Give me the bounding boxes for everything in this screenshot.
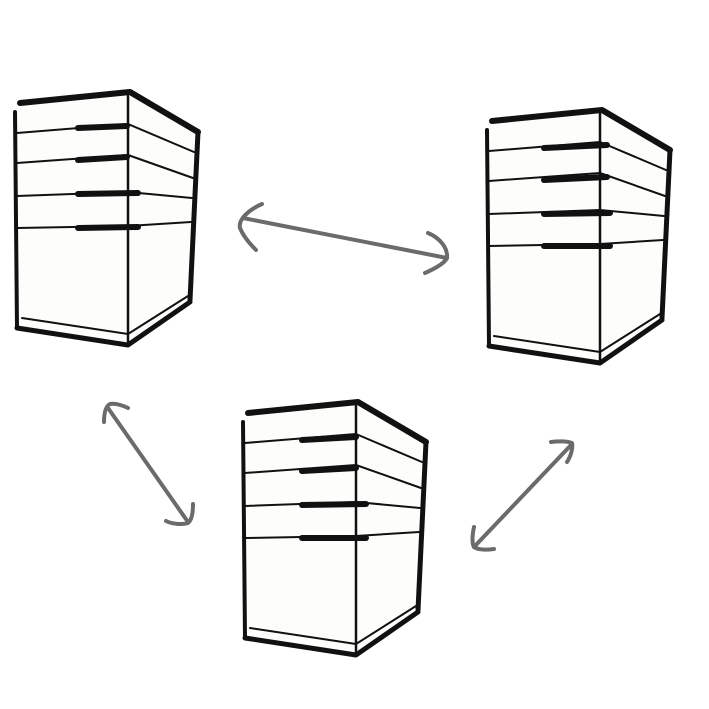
arrowhead-down-left-icon [470, 525, 496, 552]
server-tower-icon [241, 399, 429, 658]
drive-bay-handle [299, 465, 359, 474]
drive-bay-handle [75, 224, 141, 231]
arrowhead-up-right-icon [549, 439, 575, 464]
arrowhead-up-icon [102, 401, 130, 424]
drive-bay-handle [75, 154, 130, 163]
server-body [15, 92, 198, 345]
server-tower-icon [13, 89, 201, 348]
drive-bay-handle [541, 210, 613, 217]
server-tower-icon [485, 107, 673, 366]
drive-bay-handle [541, 174, 610, 183]
server-body [243, 402, 426, 655]
arrowhead-down-icon [164, 502, 195, 527]
server-bottom-center [241, 399, 429, 658]
server-body [487, 110, 670, 363]
drive-bay-handle [75, 190, 141, 197]
connection-arrow-left [102, 401, 195, 527]
arrowhead-left-icon [237, 202, 264, 252]
drive-bay-handle [299, 434, 359, 443]
server-top-left [13, 89, 201, 348]
connection-arrow-right [470, 439, 575, 552]
drive-bay-handle [299, 501, 369, 508]
drive-bay-handle [75, 123, 130, 131]
arrowhead-right-icon [423, 231, 450, 275]
connection-arrow-top [237, 202, 450, 275]
server-top-right [485, 107, 673, 366]
drive-bay-handle [541, 142, 610, 151]
